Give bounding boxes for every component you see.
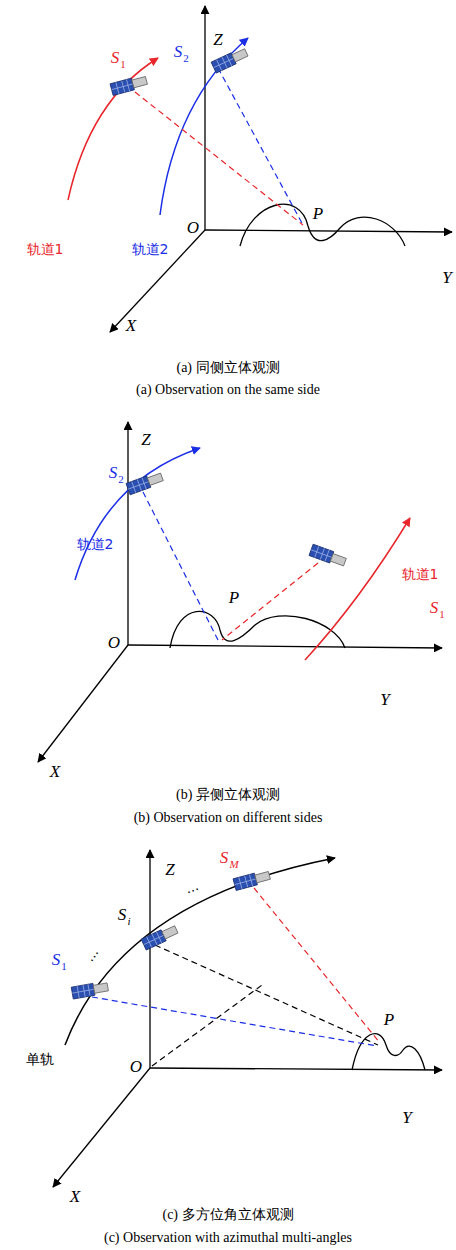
ellipsis: … xyxy=(183,879,200,897)
satellite-label: S xyxy=(220,849,229,868)
panel-a xyxy=(68,6,452,332)
satellite-subscript: 1 xyxy=(61,960,67,972)
axis-label: Y xyxy=(402,1109,411,1128)
sub-caption: (a) Observation on the same side xyxy=(136,382,320,397)
point-label: P xyxy=(384,1011,394,1030)
panel-b xyxy=(38,422,442,762)
panel-c xyxy=(53,850,442,1187)
satellite-label: S xyxy=(111,49,120,68)
axis-label: Y xyxy=(380,691,389,710)
sub-caption: (b) Observation on different sides xyxy=(134,810,323,825)
origin-label: O xyxy=(130,1058,142,1077)
sub-caption: (c) Observation with azimuthal multi-ang… xyxy=(104,1230,352,1245)
axis-label: Z xyxy=(141,431,150,450)
satellite-subscript: 2 xyxy=(183,52,189,64)
satellite-label: S xyxy=(118,906,127,925)
orbit-label: 轨道2 xyxy=(77,537,114,552)
point-label: P xyxy=(229,589,239,608)
ellipsis: … xyxy=(82,946,101,965)
sub-caption: (b) 异侧立体观测 xyxy=(176,787,280,802)
orbit-label: 轨道1 xyxy=(27,242,64,257)
sub-caption: (c) 多方位角立体观测 xyxy=(162,1207,293,1222)
satellite-label: S xyxy=(174,43,183,62)
satellite-label: S xyxy=(109,464,118,483)
origin-label: O xyxy=(108,634,120,653)
axis-label: X xyxy=(50,763,60,782)
origin-label: O xyxy=(187,219,199,238)
axis-label: X xyxy=(70,1188,80,1207)
satellite-subscript: 1 xyxy=(439,608,445,620)
axis-label: Z xyxy=(165,861,174,880)
axis-label: Y xyxy=(442,269,451,288)
satellite-subscript: 2 xyxy=(118,473,124,485)
satellite-subscript: i xyxy=(127,915,130,927)
satellite-subscript: 1 xyxy=(120,58,126,70)
axis-label: X xyxy=(126,317,136,336)
point-label: P xyxy=(313,205,323,224)
sub-caption: (a) 同侧立体观测 xyxy=(176,360,279,375)
orbit-label: 单轨 xyxy=(26,1052,54,1067)
satellite-subscript: M xyxy=(229,858,238,870)
satellite-label: S xyxy=(430,599,439,618)
orbit-label: 轨道2 xyxy=(132,242,169,257)
axis-label: Z xyxy=(213,31,222,50)
satellite-label: S xyxy=(52,951,61,970)
orbit-label: 轨道1 xyxy=(402,567,439,582)
